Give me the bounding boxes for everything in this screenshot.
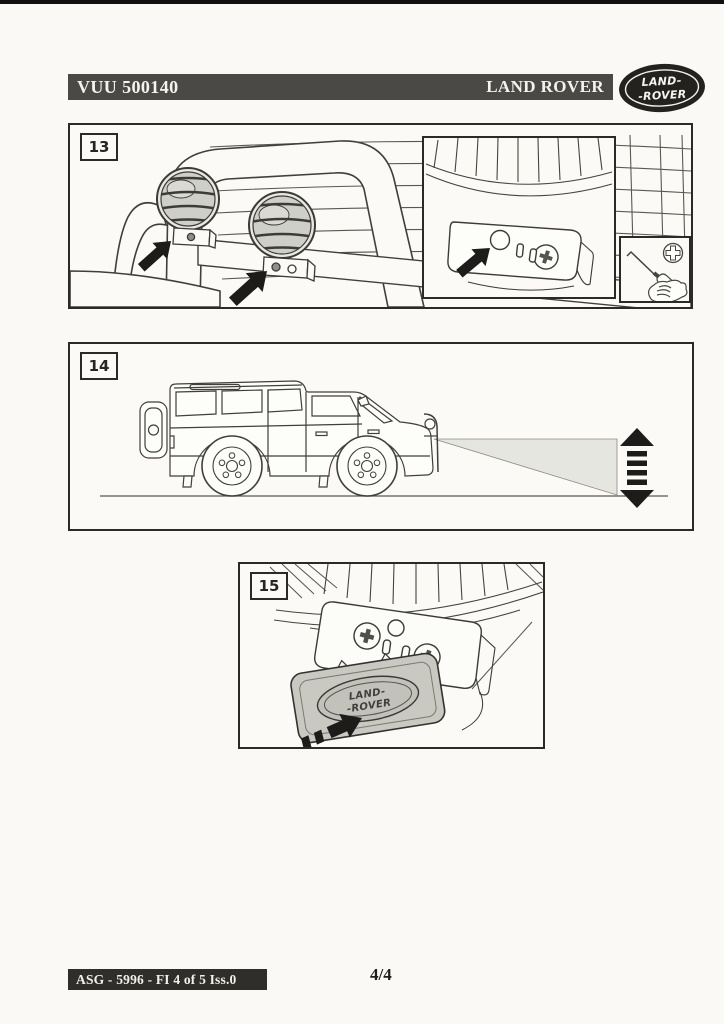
front-driving-lamp (424, 418, 436, 430)
lamp-bracket-detail (447, 221, 594, 291)
header-bar: VUU 500140 LAND ROVER (68, 74, 613, 100)
adjuster-hole (489, 229, 511, 251)
phillips-screw-icon (353, 622, 381, 650)
logo-text-top: LAND- (641, 74, 682, 89)
driving-lamp-left (156, 167, 220, 231)
logo-text-bottom: -ROVER (638, 88, 687, 104)
logo-oval (619, 63, 705, 113)
adjuster-hole (387, 619, 405, 637)
part-number: VUU 500140 (77, 76, 179, 97)
beam-alignment-figure (100, 380, 668, 508)
brand-name: LAND ROVER (486, 77, 604, 96)
badge-oval (316, 675, 420, 723)
door-mirror (357, 395, 370, 407)
pointer-arrow-icon (456, 248, 490, 278)
land-rover-logo-icon: LAND- -ROVER (619, 63, 705, 113)
rear-wheel (201, 435, 263, 497)
beam-cone (433, 438, 618, 496)
step-number-badge: 15 (250, 572, 288, 600)
step-number: 14 (88, 357, 110, 375)
phillips-screw-icon (662, 242, 684, 264)
pointer-arrow-icon (228, 271, 267, 307)
beam-height-arrow-icon (620, 428, 654, 508)
front-bull-bar (423, 413, 439, 473)
lamp-adjuster-detail-inset (422, 136, 616, 299)
step-13-panel: 13 (68, 123, 693, 309)
scan-edge-artifact (0, 0, 724, 4)
lamp-underside-ribs (425, 137, 613, 197)
vehicle-illustration (139, 380, 439, 497)
screwdriver-hand-icon (626, 250, 688, 304)
page-number: 4/4 (370, 965, 392, 984)
badge-cover-plate: LAND- -ROVER (290, 652, 446, 744)
step-14-panel: 14 (68, 342, 694, 531)
badge-cover-figure: LAND- -ROVER (269, 564, 543, 747)
doc-reference: ASG - 5996 - FI 4 of 5 Iss.0 (76, 971, 237, 987)
dashed-arrow-icon (301, 713, 362, 747)
step-number: 15 (258, 577, 280, 595)
step-number-badge: 14 (80, 352, 118, 380)
sunroof (189, 383, 241, 391)
step-number: 13 (88, 138, 110, 156)
adjuster-detail-figure (425, 137, 613, 291)
lamp-mounting-bases (172, 227, 316, 282)
pointer-arrow-icon (137, 241, 171, 272)
footer-doc-ref-bar: ASG - 5996 - FI 4 of 5 Iss.0 (68, 969, 267, 990)
screwdriver-tool-inset (619, 236, 691, 304)
spare-wheel (139, 401, 168, 459)
driving-lamp-right (248, 191, 316, 259)
front-wheel (336, 435, 398, 497)
step-number-badge: 13 (80, 133, 118, 161)
step-15-panel: LAND- -ROVER 15 (238, 562, 545, 749)
phillips-screw-icon (533, 244, 559, 270)
screwdriver-figure (626, 242, 688, 304)
